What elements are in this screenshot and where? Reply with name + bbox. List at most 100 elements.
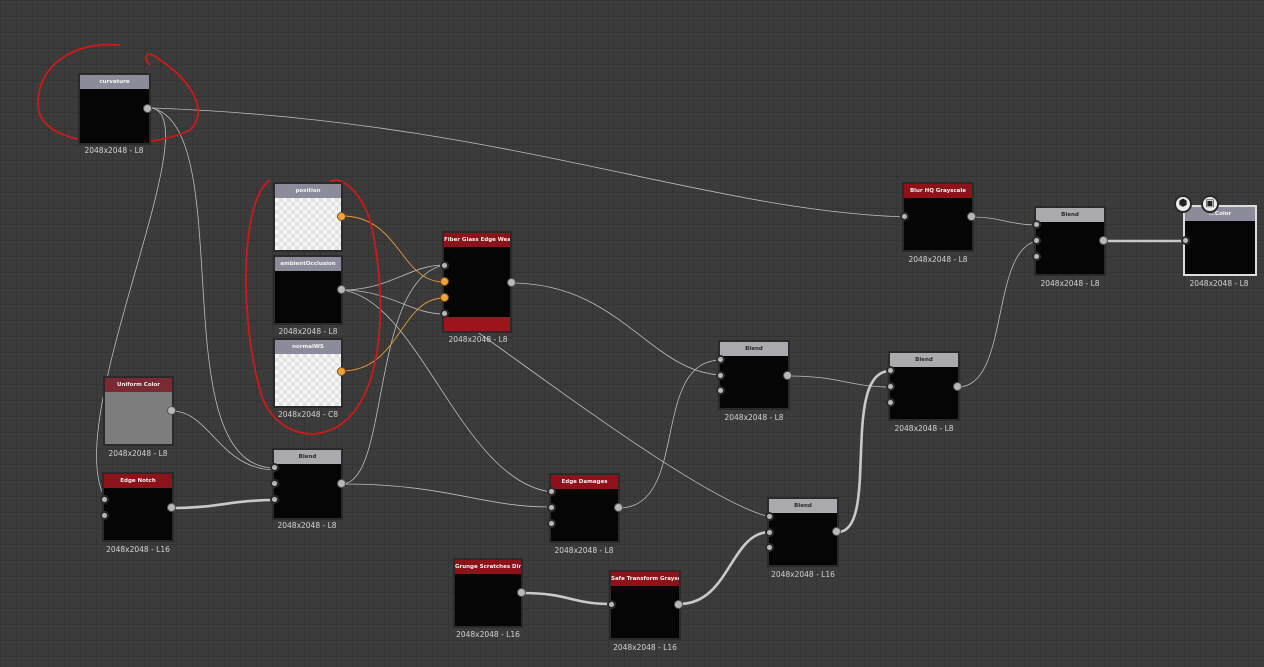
node-title: Edge Damages <box>551 475 618 489</box>
input-port[interactable] <box>886 398 895 407</box>
wire-normal-fiber <box>341 297 445 372</box>
node-title: Blend <box>1036 208 1104 222</box>
input-port[interactable] <box>100 495 109 504</box>
wire-blend-c-blend-d <box>837 369 891 534</box>
wire-ao-edge-damages <box>341 289 552 493</box>
output-port[interactable] <box>1099 236 1108 245</box>
input-port[interactable] <box>270 495 279 504</box>
node-edge-damages[interactable]: Edge Damages <box>549 473 620 543</box>
node-preview <box>275 354 341 406</box>
input-port[interactable] <box>765 543 774 552</box>
input-port[interactable] <box>900 212 909 221</box>
node-resolution: 2048x2048 - L16 <box>771 570 835 579</box>
node-title: Fiber Glass Edge Wear <box>444 233 510 247</box>
wire-ao-fiber-1 <box>341 264 445 291</box>
node-safe-transform-grayscale[interactable]: Safe Transform Grayscale <box>609 570 681 640</box>
output-port[interactable] <box>167 406 176 415</box>
input-port[interactable] <box>716 355 725 364</box>
input-port[interactable] <box>547 503 556 512</box>
wire-blend-b-blend-d <box>788 375 891 388</box>
node-title: Blend <box>769 499 837 513</box>
node-footer-bar <box>444 317 510 331</box>
node-resolution: 2048x2048 - L8 <box>554 546 614 555</box>
node-resolution: 2048x2048 - L8 <box>724 413 784 422</box>
node-output[interactable]: ...Color <box>1183 205 1257 276</box>
node-preview <box>275 271 341 323</box>
node-position[interactable]: position <box>273 182 343 252</box>
node-preview <box>105 392 172 444</box>
output-port[interactable] <box>967 212 976 221</box>
output-port[interactable] <box>337 479 346 488</box>
output-port[interactable] <box>167 503 176 512</box>
node-title: Safe Transform Grayscale <box>611 572 679 586</box>
input-port[interactable] <box>765 528 774 537</box>
input-port[interactable] <box>886 366 895 375</box>
node-blend-e[interactable]: Blend <box>1034 206 1106 276</box>
output-port[interactable] <box>953 382 962 391</box>
node-title: Grunge Scratches Dirty <box>455 560 521 574</box>
input-port[interactable] <box>440 261 449 270</box>
node-title: Blend <box>720 342 788 356</box>
wire-blend-a-edge-damages <box>341 483 552 508</box>
node-resolution: 2048x2048 - L8 <box>1189 279 1249 288</box>
input-port[interactable] <box>716 371 725 380</box>
input-port[interactable] <box>440 277 449 286</box>
node-curvature[interactable]: curvature <box>78 73 151 145</box>
node-uniform-color[interactable]: Uniform Color <box>103 376 174 446</box>
output-port[interactable] <box>337 212 346 221</box>
output-port[interactable] <box>614 503 623 512</box>
node-blend-c[interactable]: Blend <box>767 497 839 567</box>
wire-ao-fiber-2 <box>341 289 445 315</box>
output-port[interactable] <box>337 367 346 376</box>
output-port[interactable] <box>507 278 516 287</box>
wire-edge-notch-blend-a <box>171 498 277 510</box>
input-port[interactable] <box>547 487 556 496</box>
output-port[interactable] <box>517 588 526 597</box>
node-resolution: 2048x2048 - L8 <box>448 335 508 344</box>
input-port[interactable] <box>1032 220 1041 229</box>
input-port[interactable] <box>440 293 449 302</box>
node-ambient-occlusion[interactable]: ambientOcclusion <box>273 255 343 325</box>
input-port[interactable] <box>270 463 279 472</box>
input-port[interactable] <box>886 382 895 391</box>
node-resolution: 2048x2048 - L8 <box>108 449 168 458</box>
node-blend-d[interactable]: Blend <box>888 351 960 421</box>
wire-fiber-blend-b <box>510 282 722 376</box>
output-port[interactable] <box>832 527 841 536</box>
wire-blend-d-blend-e <box>957 240 1038 388</box>
input-port[interactable] <box>100 511 109 520</box>
annotation-circle-curvature <box>37 43 199 145</box>
wire-curvature-edge-notch <box>96 107 166 499</box>
node-blend-a[interactable]: Blend <box>272 448 343 520</box>
output-port[interactable] <box>143 104 152 113</box>
input-port[interactable] <box>607 600 616 609</box>
wire-uniform-blend-a <box>171 410 277 471</box>
output-port[interactable] <box>337 285 346 294</box>
node-preview <box>275 198 341 250</box>
wire-edge-damages-blend-b <box>618 359 722 509</box>
node-resolution: 2048x2048 - C8 <box>277 410 339 419</box>
node-edge-notch[interactable]: Edge Notch <box>102 472 174 542</box>
node-blend-b[interactable]: Blend <box>718 340 790 410</box>
input-port[interactable] <box>1032 252 1041 261</box>
input-port[interactable] <box>440 309 449 318</box>
input-port[interactable] <box>270 479 279 488</box>
input-port[interactable] <box>547 519 556 528</box>
output-port[interactable] <box>674 600 683 609</box>
node-title: Blend <box>890 353 958 367</box>
node-grunge-scratches-dirty[interactable]: Grunge Scratches Dirty <box>453 558 523 628</box>
node-blur-hq-grayscale[interactable]: Blur HQ Grayscale <box>902 182 974 252</box>
node-fiber-glass-edge-wear[interactable]: Fiber Glass Edge Wear <box>442 231 512 333</box>
input-port[interactable] <box>1032 236 1041 245</box>
input-port[interactable] <box>1181 236 1190 245</box>
output-port[interactable] <box>783 371 792 380</box>
wire-blend-a-fiber <box>341 264 445 485</box>
input-port[interactable] <box>716 386 725 395</box>
node-normal-ws[interactable]: normalWS <box>273 338 343 408</box>
node-resolution: 2048x2048 - L8 <box>277 521 337 530</box>
wire-fiber-blend-c <box>459 319 771 518</box>
cube-icon[interactable]: ⬢ <box>1174 195 1192 213</box>
input-port[interactable] <box>765 512 774 521</box>
checker-icon[interactable]: ▣ <box>1201 195 1219 213</box>
